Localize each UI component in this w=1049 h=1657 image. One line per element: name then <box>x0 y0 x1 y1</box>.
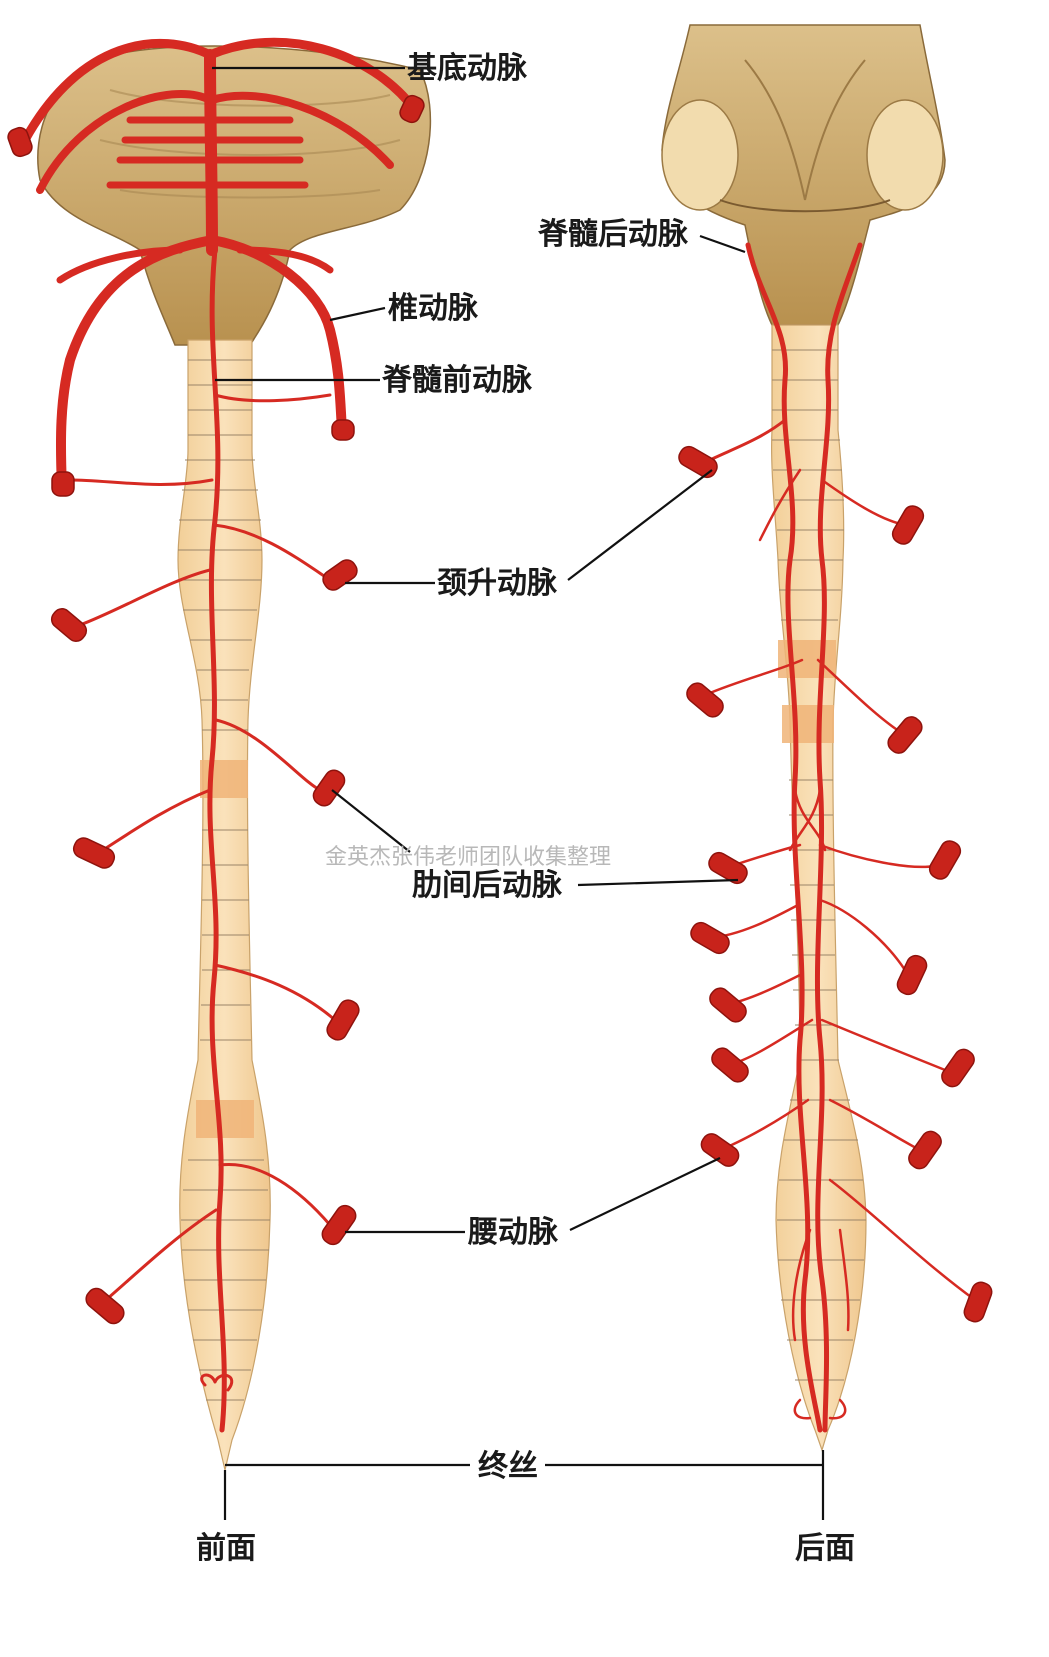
anterior-view <box>6 42 431 1470</box>
anterior-spinal-cord <box>178 340 270 1470</box>
label-posterior-view: 后面 <box>795 1531 855 1566</box>
label-vertebral-artery: 椎动脉 <box>388 291 479 326</box>
watermark: 金英杰张伟老师团队收集整理 <box>325 845 611 870</box>
posterior-brainstem <box>662 25 945 325</box>
posterior-view <box>662 25 994 1450</box>
label-posterior-intercostal-artery: 肋间后动脉 <box>412 868 563 903</box>
label-anterior-view: 前面 <box>196 1531 256 1566</box>
label-ascending-cervical-artery: 颈升动脉 <box>437 566 558 601</box>
label-posterior-spinal-artery: 脊髓后动脉 <box>537 217 689 252</box>
label-anterior-spinal-artery: 脊髓前动脉 <box>381 363 533 398</box>
label-basilar-artery: 基底动脉 <box>407 51 528 86</box>
label-filum-terminale: 终丝 <box>478 1449 538 1484</box>
label-lumbar-artery: 腰动脉 <box>468 1215 559 1250</box>
